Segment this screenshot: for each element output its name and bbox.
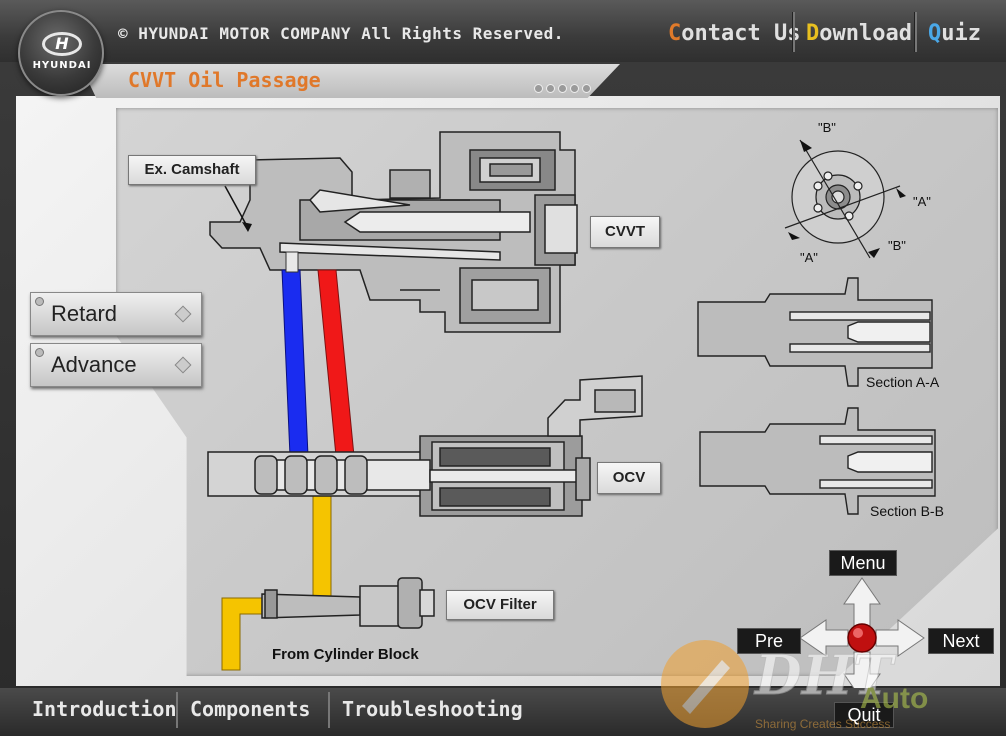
section-aa-label: Section A-A bbox=[866, 374, 940, 390]
page-dot bbox=[582, 84, 591, 93]
supply-oil-line bbox=[221, 485, 332, 671]
header-bar bbox=[0, 0, 1006, 62]
page-title: CVVT Oil Passage bbox=[128, 68, 321, 92]
section-mark-b-bottom: "B" bbox=[888, 238, 906, 253]
nav-divider bbox=[792, 12, 795, 52]
advance-button[interactable]: Advance bbox=[30, 343, 202, 387]
diamond-icon bbox=[174, 305, 192, 323]
hyundai-logo[interactable]: H HYUNDAI bbox=[18, 10, 104, 96]
quiz-link[interactable]: Quiz bbox=[928, 16, 981, 52]
section-arrow-a-left bbox=[788, 232, 800, 240]
bottom-divider bbox=[328, 692, 330, 728]
copyright-text: © HYUNDAI MOTOR COMPANY All Rights Reser… bbox=[118, 24, 564, 43]
prev-button[interactable]: Pre bbox=[737, 628, 801, 654]
retard-oil-line bbox=[281, 251, 309, 457]
section-mark-a-right: "A" bbox=[913, 194, 931, 209]
camshaft-pointer-arrow bbox=[242, 222, 252, 232]
nav-pad-center-button[interactable] bbox=[847, 623, 877, 653]
nav-pad-arrows bbox=[799, 577, 925, 701]
download-link[interactable]: Download bbox=[806, 16, 912, 52]
camshaft-pointer-line bbox=[224, 185, 249, 229]
contact-us-initial: C bbox=[668, 21, 682, 46]
menu-button[interactable]: Menu bbox=[829, 550, 897, 576]
ocv-filter-label: OCV Filter bbox=[446, 590, 554, 620]
section-arrow-b-bottom bbox=[868, 248, 880, 258]
advance-button-label: Advance bbox=[51, 352, 137, 377]
section-bb-label: Section B-B bbox=[870, 503, 944, 519]
quiz-initial: Q bbox=[928, 21, 942, 46]
download-label: ownload bbox=[819, 21, 912, 46]
page-dot bbox=[546, 84, 555, 93]
section-bb-drawing bbox=[699, 407, 936, 515]
page-dot bbox=[534, 84, 543, 93]
nav-pad-highlight bbox=[853, 628, 863, 638]
ocv-filter-drawing bbox=[261, 577, 435, 629]
ocv-valve-drawing bbox=[207, 375, 643, 517]
next-button[interactable]: Next bbox=[928, 628, 994, 654]
from-cylinder-block-label: From Cylinder Block bbox=[272, 646, 419, 663]
logo-text: HYUNDAI bbox=[32, 60, 92, 71]
section-arrow-a-right bbox=[896, 188, 906, 198]
title-band bbox=[80, 64, 620, 98]
components-link[interactable]: Components bbox=[190, 697, 311, 721]
ocv-label: OCV bbox=[597, 462, 661, 494]
quit-button[interactable]: Quit bbox=[834, 702, 894, 728]
bottom-divider bbox=[176, 692, 178, 728]
nav-divider bbox=[914, 12, 917, 52]
logo-h-letter: H bbox=[55, 34, 69, 53]
quiz-label: uiz bbox=[941, 21, 981, 46]
section-view-circle bbox=[784, 139, 901, 259]
contact-us-label: ontact Us bbox=[681, 21, 801, 46]
retard-button[interactable]: Retard bbox=[30, 292, 202, 336]
page-dot bbox=[558, 84, 567, 93]
diamond-icon bbox=[174, 356, 192, 374]
page-dot bbox=[570, 84, 579, 93]
section-arrow-b-top bbox=[800, 140, 812, 152]
logo-oval-icon bbox=[42, 32, 82, 56]
cvvt-assembly-drawing bbox=[209, 131, 578, 333]
section-mark-a-left: "A" bbox=[800, 250, 818, 265]
bullet-icon bbox=[35, 297, 44, 306]
advance-oil-line bbox=[317, 269, 355, 457]
contact-us-link[interactable]: Contact Us bbox=[668, 16, 800, 52]
bullet-icon bbox=[35, 348, 44, 357]
cvvt-label: CVVT bbox=[590, 216, 660, 248]
section-mark-b-top: "B" bbox=[818, 120, 836, 135]
ex-camshaft-label: Ex. Camshaft bbox=[128, 155, 256, 185]
introduction-link[interactable]: Introduction bbox=[32, 697, 177, 721]
troubleshooting-link[interactable]: Troubleshooting bbox=[342, 697, 523, 721]
section-aa-drawing bbox=[697, 277, 933, 387]
download-initial: D bbox=[806, 21, 820, 46]
retard-button-label: Retard bbox=[51, 301, 118, 326]
